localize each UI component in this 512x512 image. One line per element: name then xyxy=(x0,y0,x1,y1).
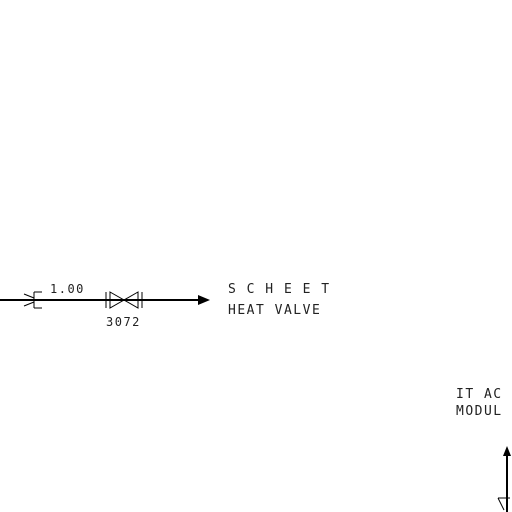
destination-label-line1: S C H E E T xyxy=(228,282,331,297)
module-label-line1: IT AC xyxy=(456,387,503,402)
module-label-line2: MODUL xyxy=(456,404,503,419)
flow-arrow-icon xyxy=(198,295,210,305)
pipe-size-label: 1.00 xyxy=(50,282,85,296)
bottom-fitting-icon xyxy=(497,497,510,511)
valve-icon xyxy=(105,291,143,309)
module-arrow-icon xyxy=(503,446,511,456)
destination-label-line2: HEAT VALVE xyxy=(228,303,321,318)
valve-tag-label: 3072 xyxy=(106,315,141,329)
reducer-fitting-icon xyxy=(23,291,42,309)
